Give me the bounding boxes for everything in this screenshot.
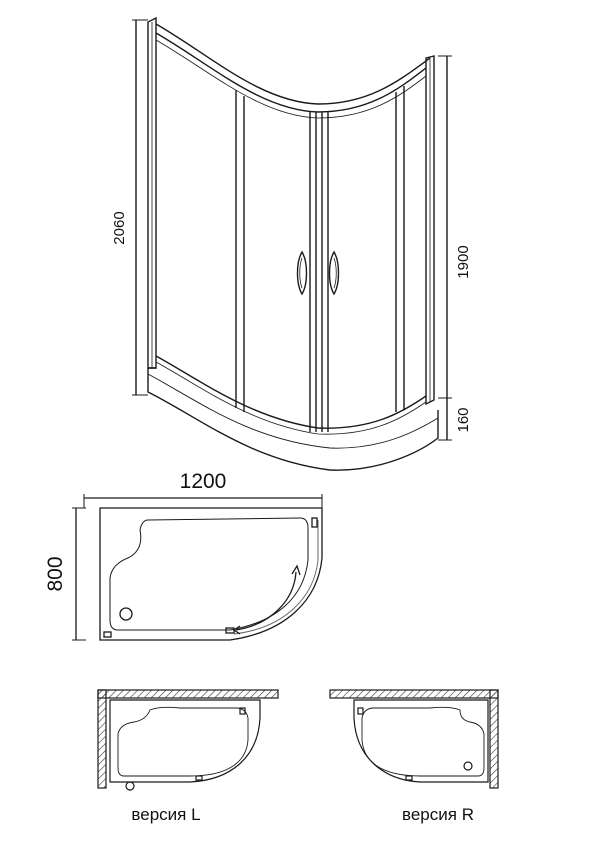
bottom-rail bbox=[155, 355, 427, 435]
profile-block-bottom-left bbox=[103, 631, 112, 638]
dimension-line-right bbox=[438, 55, 452, 441]
dimension-door-height: 1900 bbox=[455, 245, 472, 278]
drain-icon bbox=[125, 781, 135, 791]
dimension-line-total-height bbox=[132, 19, 148, 396]
drain-icon bbox=[119, 607, 133, 621]
shower-tray bbox=[147, 367, 439, 471]
left-wall-profile bbox=[147, 16, 157, 369]
dimension-total-height: 2060 bbox=[111, 211, 128, 244]
wall-left bbox=[97, 689, 107, 789]
version-l-label: версия L bbox=[131, 805, 200, 824]
dimension-line-depth bbox=[72, 507, 86, 641]
dimension-depth: 800 bbox=[44, 556, 67, 591]
basin-outline bbox=[109, 517, 309, 631]
right-wall-profile bbox=[425, 55, 435, 406]
door-opening-arrow-icon bbox=[232, 564, 301, 635]
top-rail bbox=[155, 23, 431, 119]
drain-icon bbox=[463, 761, 473, 771]
profile-block-bottom-right bbox=[225, 627, 235, 634]
panel-frames bbox=[235, 86, 405, 432]
wall-top bbox=[329, 689, 499, 699]
front-view bbox=[132, 16, 452, 471]
profile-block-top-right bbox=[311, 517, 318, 528]
door-handle-right bbox=[328, 250, 340, 296]
dimension-tray-height: 160 bbox=[455, 407, 472, 432]
tray-outline bbox=[99, 507, 323, 641]
dimension-line-width bbox=[83, 494, 323, 508]
door-handle-left bbox=[296, 250, 308, 296]
wall-right bbox=[489, 689, 499, 789]
version-r-label: версия R bbox=[402, 805, 474, 824]
version-l-diagram bbox=[97, 689, 279, 791]
dimension-width: 1200 bbox=[180, 470, 227, 493]
wall-top bbox=[97, 689, 279, 699]
version-r-diagram bbox=[329, 689, 499, 789]
plan-view bbox=[72, 494, 323, 641]
door-track bbox=[233, 520, 319, 635]
